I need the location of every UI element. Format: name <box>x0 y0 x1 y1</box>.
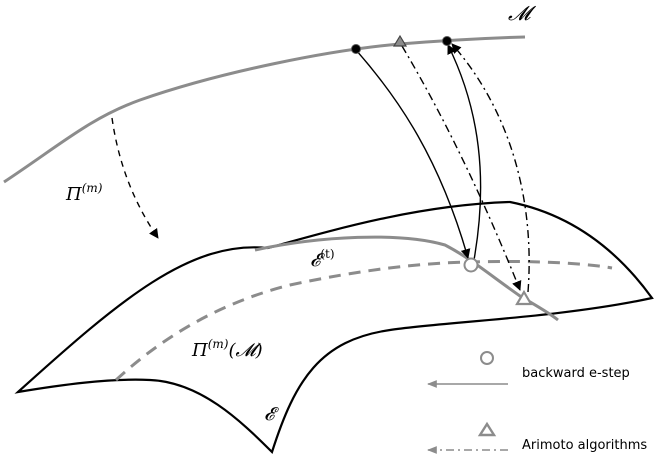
m-triangle-marker <box>392 34 408 47</box>
legend-circle-icon <box>480 351 494 365</box>
e-step-arrow-up <box>447 44 482 261</box>
m-point-right <box>442 36 452 46</box>
legend: backward e-step Arimoto algorithms <box>427 351 647 454</box>
label-family-e: 𝓔 <box>264 404 279 425</box>
label-manifold-m: 𝓜 <box>508 1 537 25</box>
e-step-circle-marker <box>463 257 479 273</box>
e-t-curve <box>254 235 559 322</box>
manifold-m-curve <box>3 35 526 184</box>
legend-arimoto-label: Arimoto algorithms <box>522 438 647 453</box>
m-point-left <box>351 44 361 54</box>
projected-m-curve <box>114 259 613 382</box>
legend-triangle-icon <box>477 421 497 437</box>
label-projection: Π(m) <box>65 181 103 205</box>
label-projected-m: Π(m)(𝓜) <box>191 337 263 361</box>
projection-arrow <box>111 117 159 239</box>
e-step-arrow-down <box>355 49 471 259</box>
legend-backward-label: backward e-step <box>522 366 630 381</box>
label-e-t: 𝓔(t) <box>310 247 335 271</box>
arimoto-triangle-marker <box>515 289 533 306</box>
